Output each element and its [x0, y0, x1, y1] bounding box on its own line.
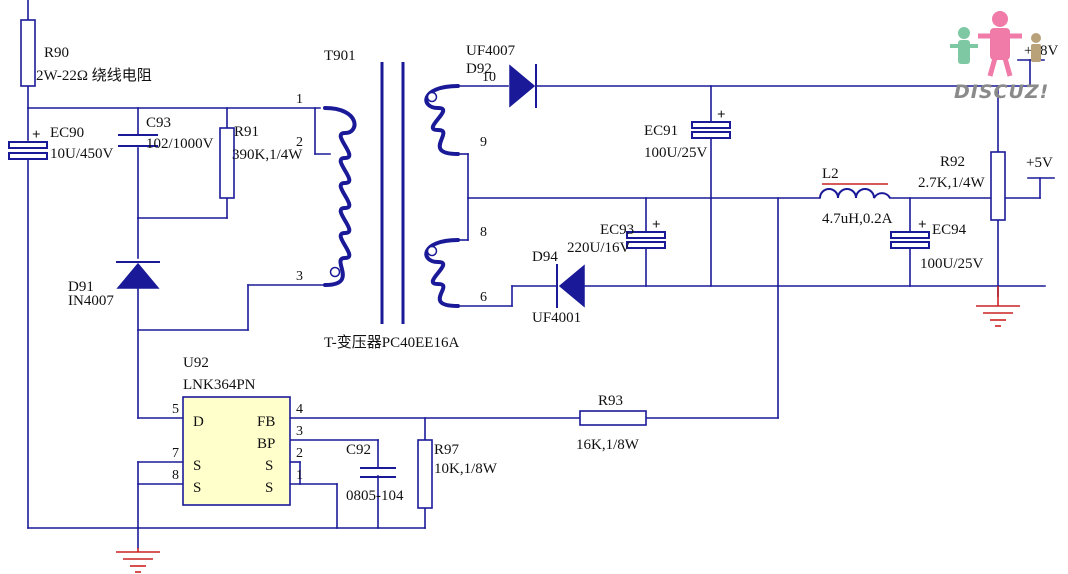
ic-pin-name-bp: BP [257, 436, 275, 452]
ic-pin-number-7: 7 [172, 446, 179, 461]
pin-label-t10: 10 [482, 70, 496, 85]
polarity-mark-ec91: + [717, 107, 726, 123]
label-l2-ref: L2 [822, 166, 839, 182]
resistor-r90 [20, 19, 36, 87]
label-r93-value: 16K,1/8W [576, 437, 640, 453]
transformer-t901 [323, 62, 460, 324]
ic-pin-name-s-right-1: S [265, 458, 273, 474]
label-r92-ref: R92 [940, 154, 965, 170]
label-d91-ref: D91 [68, 279, 94, 295]
ic-pin-number-1: 1 [296, 468, 303, 483]
resistor-r92 [990, 151, 1006, 221]
polarity-mark-ec94: + [918, 217, 927, 233]
ic-pin-number-3: 3 [296, 424, 303, 439]
label-r97-value: 10K,1/8W [434, 461, 498, 477]
label-r92-value: 2.7K,1/4W [918, 175, 986, 191]
capacitor-ec90 [8, 141, 48, 160]
label-r90-ref: R90 [44, 45, 69, 61]
label-ec94-ref: EC94 [932, 222, 967, 238]
resistor-r93 [579, 410, 647, 426]
pin-label-t9: 9 [480, 135, 487, 150]
label-u92-ref: U92 [183, 355, 209, 371]
capacitor-ec93 [626, 231, 666, 249]
label-c93-ref: C93 [146, 115, 171, 131]
inductor-l2 [819, 183, 891, 199]
ic-u92 [182, 396, 291, 506]
label-ec90-ref: EC90 [50, 125, 84, 141]
label-ec93-value: 220U/16V [567, 240, 631, 256]
ic-pin-number-5: 5 [172, 402, 179, 417]
label-c93-value: 102/1000V [146, 136, 214, 152]
diode-d94 [556, 264, 585, 308]
label-d91-value: IN4007 [68, 293, 114, 309]
resistor-r97 [417, 439, 433, 509]
rail-label-5v: +5V [1026, 155, 1053, 171]
ic-pin-name-s-left-2: S [193, 480, 201, 496]
resistor-r91 [219, 127, 235, 199]
watermark-text: DISCUZ! [954, 81, 1049, 103]
polarity-mark-ec93: + [652, 217, 661, 233]
label-ec91-ref: EC91 [644, 123, 678, 139]
ic-pin-number-8: 8 [172, 468, 179, 483]
diode-d91 [116, 261, 160, 289]
label-r93-ref: R93 [598, 393, 623, 409]
ic-pin-name-s-left-1: S [193, 458, 201, 474]
pin-label-t6: 6 [480, 290, 487, 305]
pin-label-t8: 8 [480, 225, 487, 240]
capacitor-ec91 [691, 121, 731, 139]
label-u92-value: LNK364PN [183, 377, 256, 393]
ic-pin-number-4: 4 [296, 402, 303, 417]
pin-label-t2: 2 [296, 135, 303, 150]
label-d94-value: UF4001 [532, 310, 581, 326]
capacitor-ec94 [890, 231, 930, 249]
ground-symbol-secondary [976, 286, 1020, 327]
label-d94-ref: D94 [532, 249, 558, 265]
label-t901-value: T-变压器PC40EE16A [324, 334, 459, 351]
ic-pin-number-2: 2 [296, 446, 303, 461]
pin-label-t1: 1 [296, 92, 303, 107]
label-d92-value: UF4007 [466, 43, 516, 59]
pin-label-t3: 3 [296, 269, 303, 284]
ic-pin-name-fb: FB [257, 414, 275, 430]
capacitor-c92 [360, 467, 396, 478]
label-d92-ref: D92 [466, 61, 492, 77]
discuz-logo: DISCUZ! [950, 11, 1049, 103]
label-ec91-value: 100U/25V [644, 145, 708, 161]
diode-d92 [509, 64, 537, 108]
label-c92-ref: C92 [346, 442, 371, 458]
rail-label-18v: +18V [1024, 43, 1058, 59]
label-r91-ref: R91 [234, 124, 259, 140]
label-ec90-value: 10U/450V [50, 146, 114, 162]
ground-symbol-primary [116, 548, 160, 573]
label-r90-value: 2W-22Ω 绕线电阻 [36, 67, 152, 84]
label-l2-value: 4.7uH,0.2A [822, 211, 893, 227]
label-r97-ref: R97 [434, 442, 460, 458]
label-c92-value: 0805-104 [346, 488, 404, 504]
wires [27, 0, 1046, 549]
polarity-mark-ec90: + [32, 127, 41, 143]
label-r91-value: 390K,1/4W [232, 147, 303, 163]
ic-pin-name-s-right-2: S [265, 480, 273, 496]
label-ec94-value: 100U/25V [920, 256, 984, 272]
ic-pin-name-d: D [193, 414, 204, 430]
label-t901-ref: T901 [324, 48, 356, 64]
capacitor-c93 [118, 134, 158, 147]
label-ec93-ref: EC93 [600, 222, 634, 238]
